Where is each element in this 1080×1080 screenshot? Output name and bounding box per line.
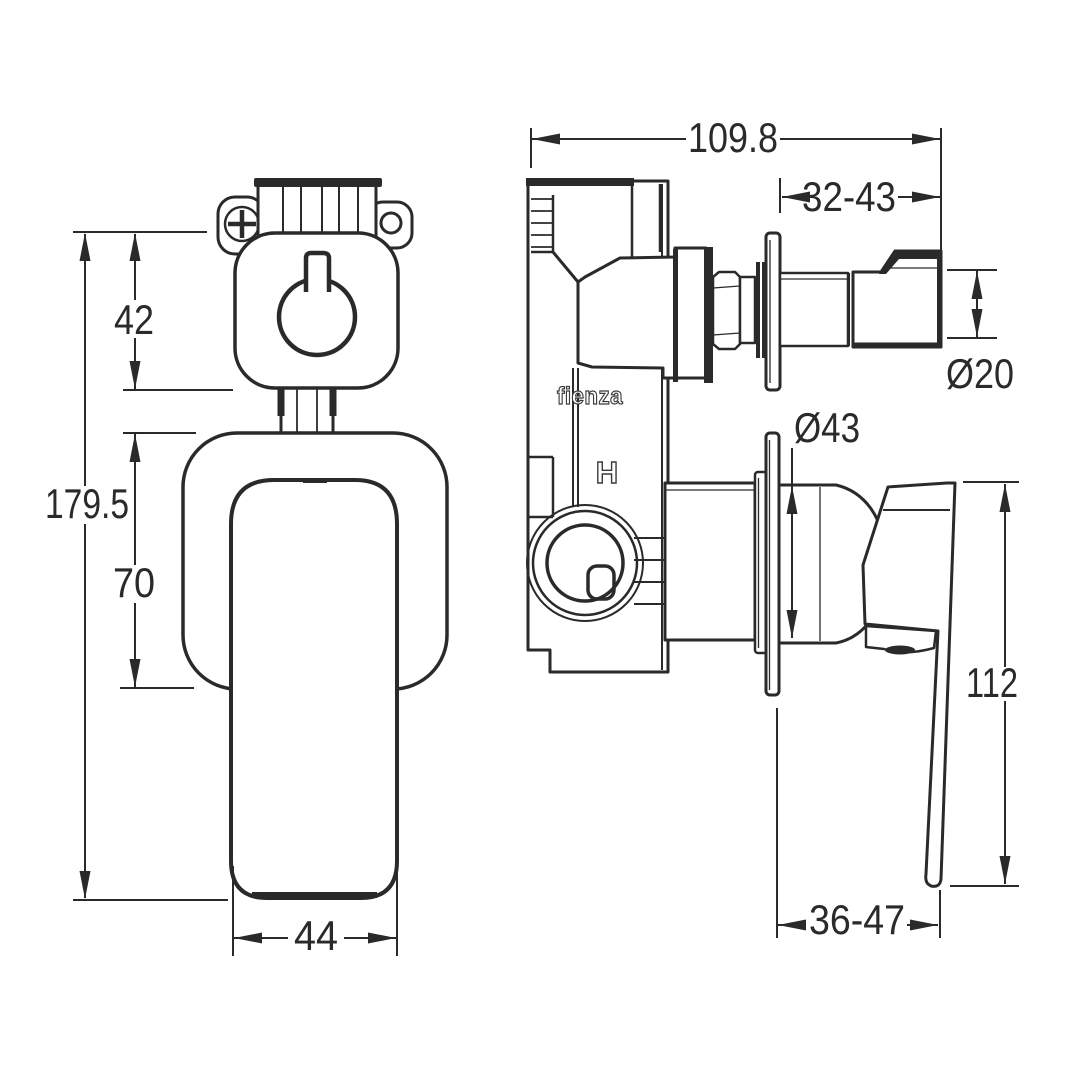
collar-step-lines	[572, 368, 579, 507]
handle-cylinder	[663, 481, 757, 642]
connecting-stem	[277, 382, 337, 436]
dim-label-top-plate-height: 42	[114, 296, 154, 343]
mixer-handle-front	[229, 478, 399, 900]
collar-ring-right	[704, 247, 713, 383]
valve-block-ribs	[282, 185, 359, 236]
valve-block-top-edge	[254, 178, 382, 187]
hot-indicator-marking: H	[596, 455, 618, 490]
gasket-bar	[756, 262, 760, 358]
cartridge-step-lines	[634, 537, 666, 605]
diverter-neck	[630, 184, 662, 257]
dimension-annotations: 42 179.5 70 44 109.8 32-43 Ø20 Ø43 112 3…	[43, 114, 1020, 959]
dim-label-spout-diameter: Ø20	[946, 350, 1014, 397]
handle-wall-flange	[753, 431, 781, 697]
side-view: fienza H	[526, 178, 957, 888]
spout-tube-rear	[738, 275, 757, 345]
dim-label-backplate-height: 70	[113, 559, 155, 606]
spout-clip	[879, 251, 941, 274]
cartridge-keyway	[586, 564, 616, 601]
hex-facet-line	[712, 332, 741, 336]
dim-label-handle-projection: 36-47	[809, 896, 905, 943]
extension-lines	[73, 128, 1019, 956]
dim-label-handle-height: 112	[966, 659, 1018, 706]
dim-label-spout-projection: 32-43	[802, 173, 896, 220]
hex-facet-line	[712, 285, 741, 289]
phillips-screw-icon	[223, 205, 261, 243]
threaded-inlet-top	[531, 195, 580, 283]
valve-body-top-edge	[526, 178, 634, 186]
front-view	[181, 178, 449, 900]
dim-label-body-diameter: Ø43	[794, 404, 860, 451]
hex-nut	[711, 270, 742, 351]
diverter-spout	[778, 249, 943, 349]
dim-label-overall-depth: 109.8	[688, 114, 778, 161]
dim-label-handle-width: 44	[294, 912, 338, 959]
spout-wall-flange	[764, 231, 782, 392]
collar-ring-left	[673, 249, 678, 382]
mixer-handle-side	[861, 481, 957, 888]
dim-label-overall-height: 179.5	[45, 480, 129, 527]
gasket-bar	[762, 262, 766, 358]
label-backgrounds	[43, 120, 1020, 956]
screw-hole-right	[379, 211, 403, 235]
cartridge-housing	[526, 504, 644, 622]
brand-logo: fienza	[557, 383, 623, 410]
keyhole-opening	[276, 250, 358, 358]
handle-underside-shadow	[885, 645, 915, 655]
valve-block	[256, 181, 378, 238]
